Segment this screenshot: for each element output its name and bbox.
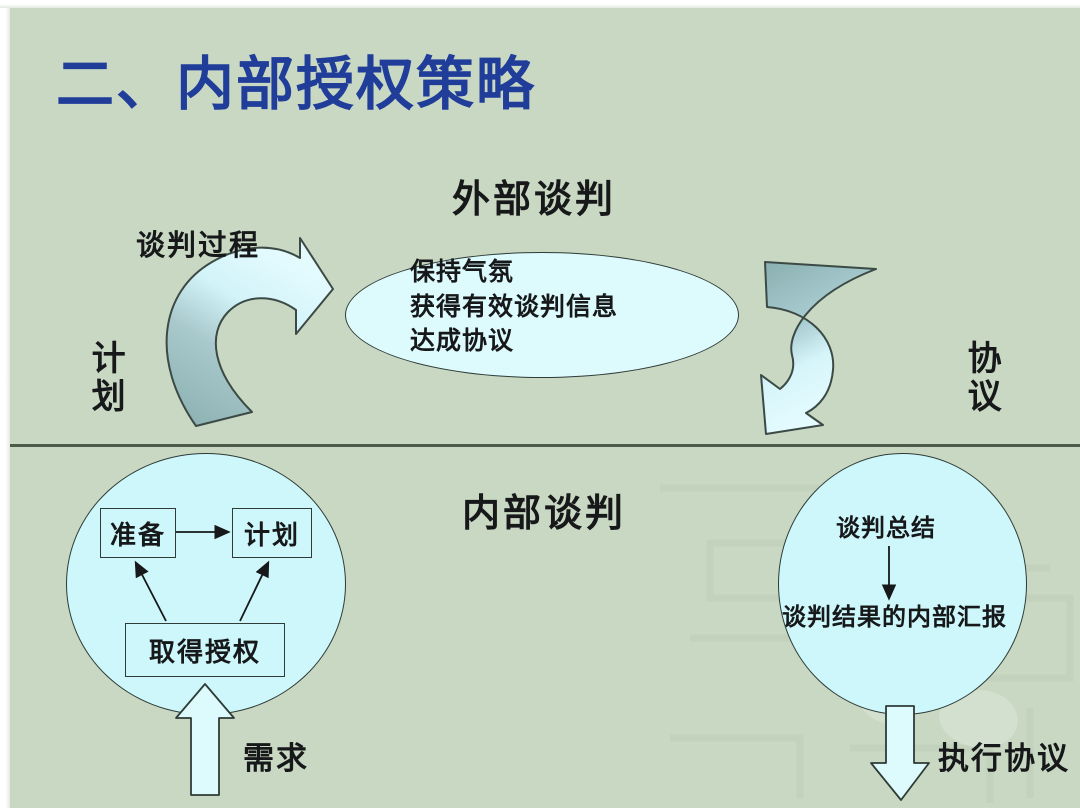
heading-internal-negotiation: 内部谈判 <box>462 493 627 535</box>
block-arrow-execute-down <box>870 705 930 801</box>
internal-right-circle <box>778 453 1027 715</box>
label-agreement-vertical: 协议 <box>962 340 1000 416</box>
box-plan: 计划 <box>232 508 312 558</box>
ellipse-line-2: 获得有效谈判信息 <box>410 293 619 321</box>
section-divider <box>8 444 1080 447</box>
heading-external-negotiation: 外部谈判 <box>452 179 617 221</box>
right-curved-arrow-shape <box>760 261 877 435</box>
page-title: 二、内部授权策略 <box>56 52 537 117</box>
page-edge-left <box>0 0 10 808</box>
external-negotiation-ellipse <box>345 252 739 378</box>
label-negotiation-process: 谈判过程 <box>136 230 261 262</box>
internal-left-circle <box>66 453 346 715</box>
ellipse-line-3: 达成协议 <box>410 328 515 355</box>
text-negotiation-summary: 谈判总结 <box>836 516 936 542</box>
page-edge-top <box>0 0 1080 8</box>
label-plan-vertical: 计划 <box>86 340 124 416</box>
label-execute-agreement: 执行协议 <box>938 741 1070 776</box>
external-negotiation-ellipse-text: 保持气氛 获得有效谈判信息 达成协议 <box>410 256 618 360</box>
label-demand: 需求 <box>243 741 309 776</box>
box-authorization: 取得授权 <box>125 623 285 677</box>
box-prepare: 准备 <box>100 508 176 558</box>
text-internal-report: 谈判结果的内部汇报 <box>782 605 1007 631</box>
left-curved-arrow-shape <box>165 237 334 427</box>
ellipse-line-1: 保持气氛 <box>410 259 515 286</box>
